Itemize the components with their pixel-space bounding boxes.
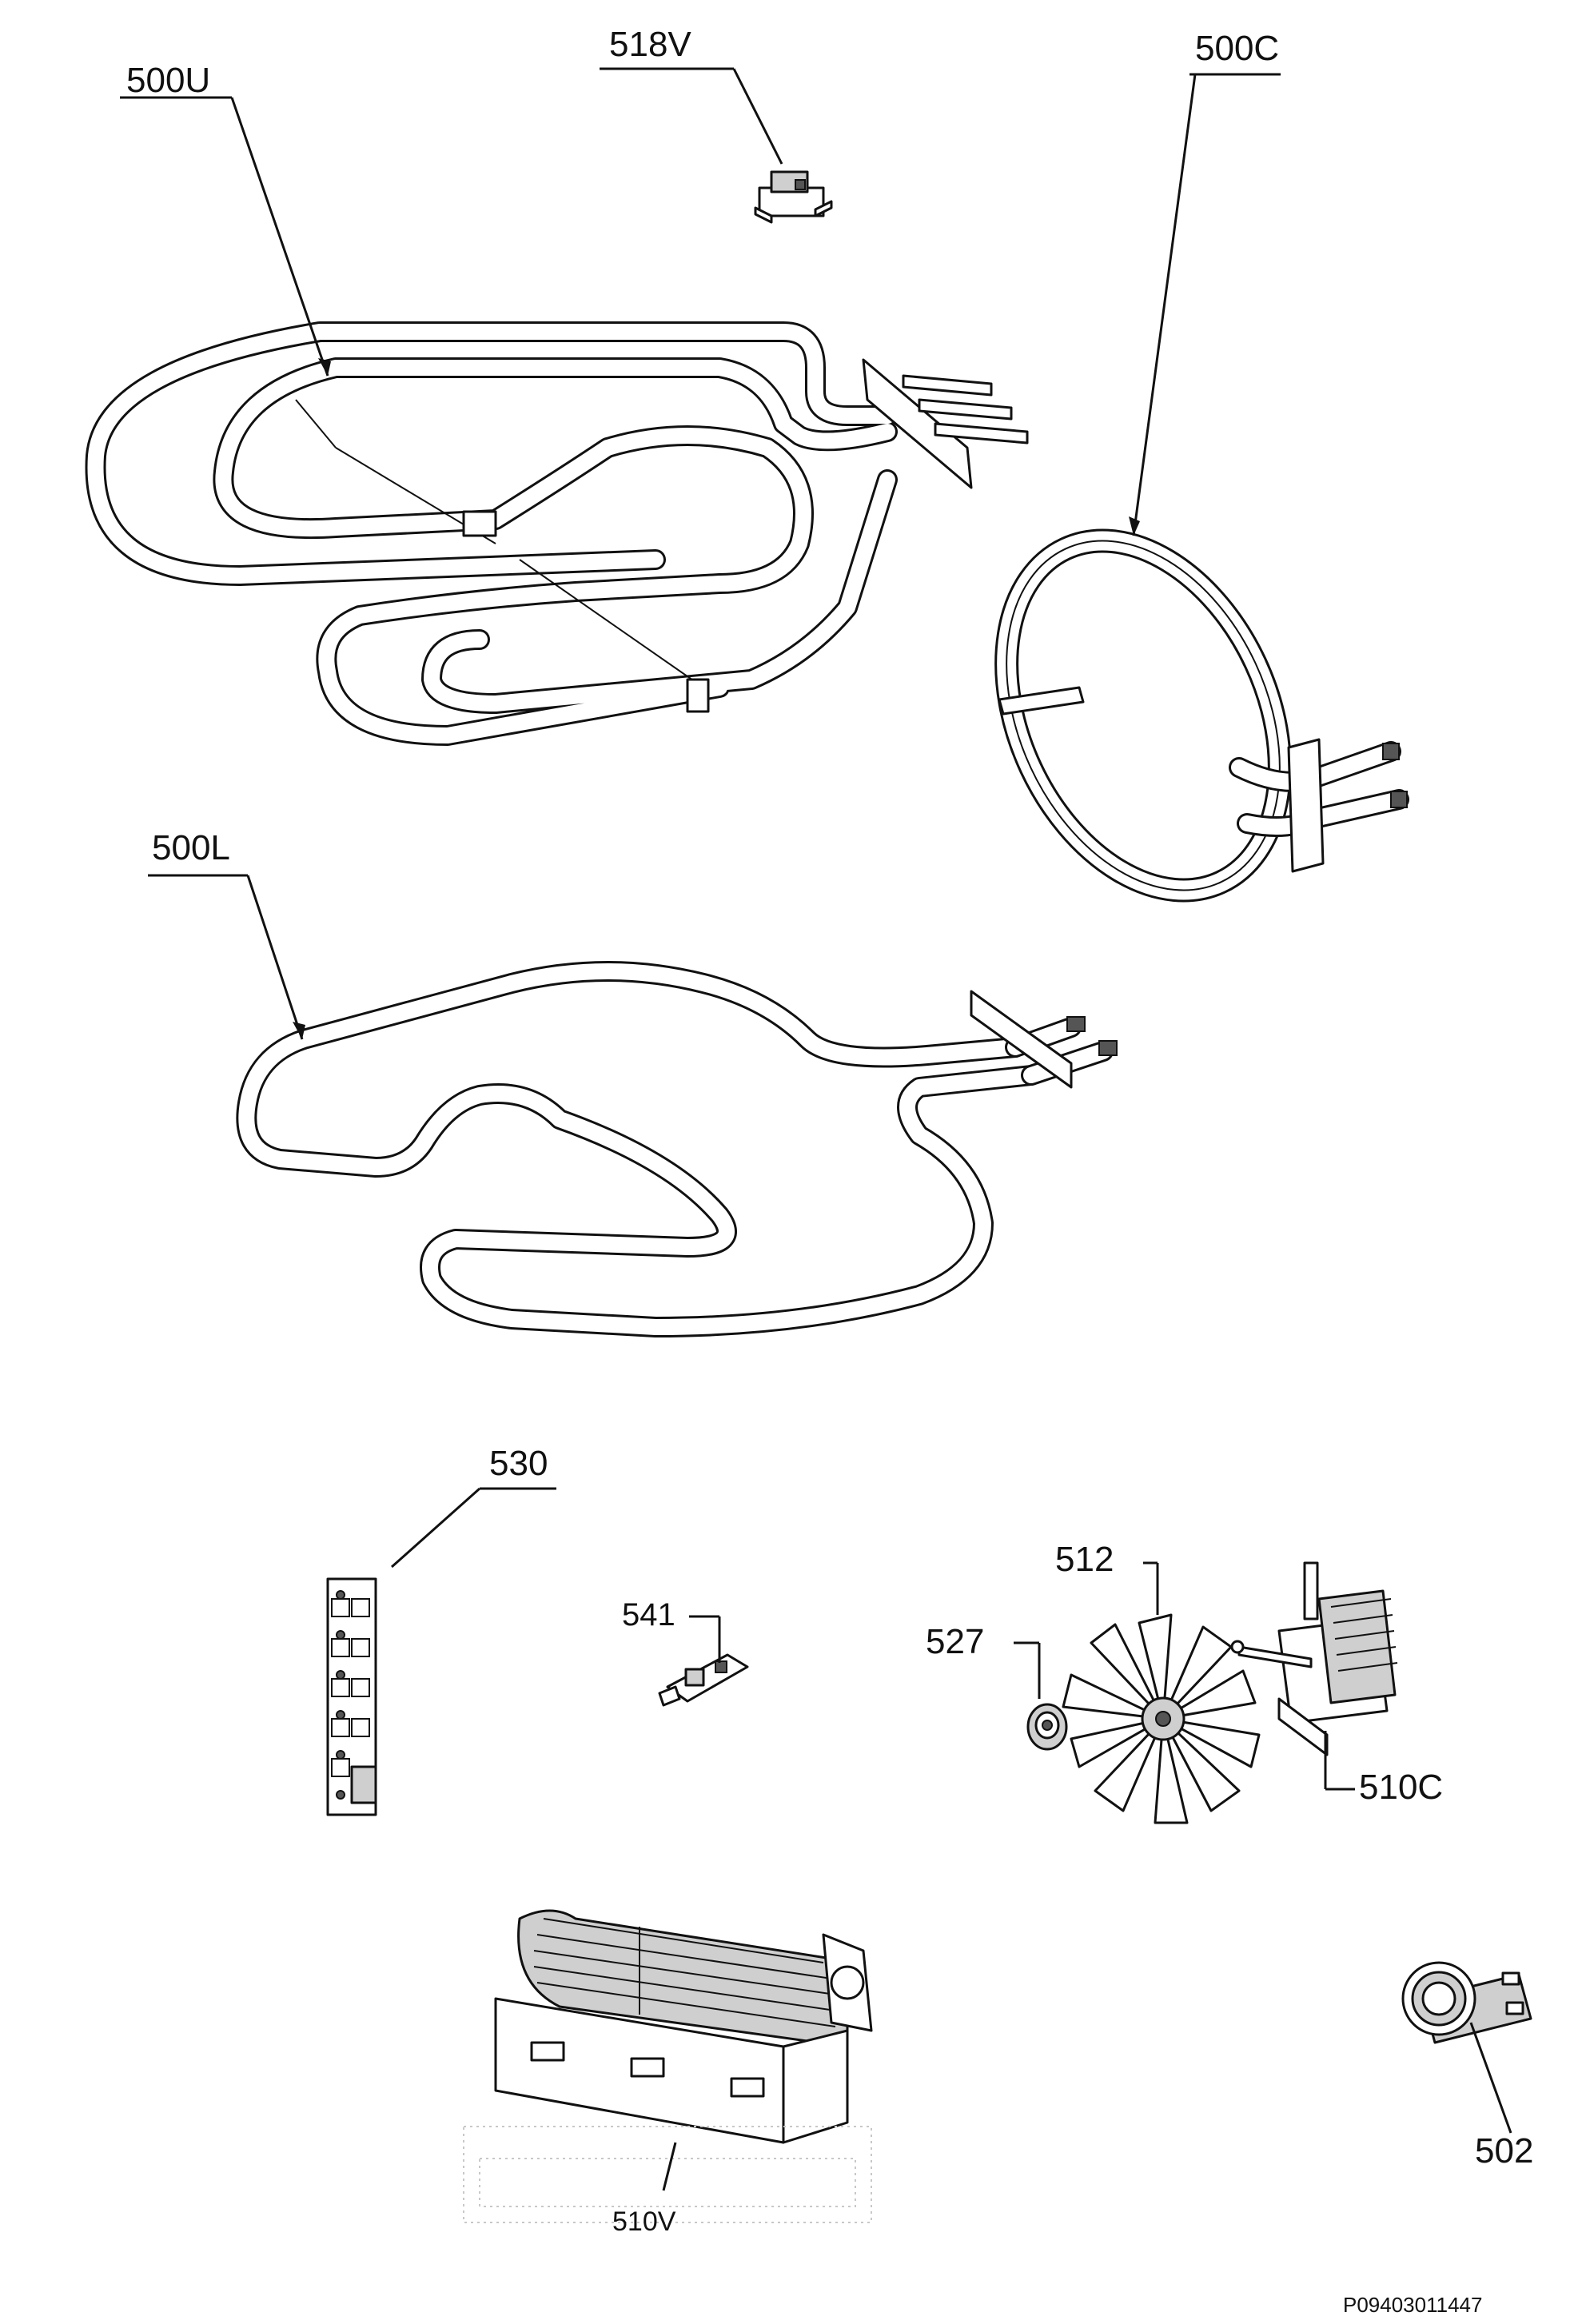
heating-element-500l[interactable] xyxy=(236,961,1118,1337)
terminal-block-530[interactable] xyxy=(326,1577,377,1816)
label-510v: 510V xyxy=(612,2142,677,2237)
label-530: 530 xyxy=(391,1444,556,1569)
oven-lamp-502[interactable] xyxy=(1401,1961,1532,2044)
label-500c: 500C xyxy=(1129,29,1281,536)
label-500l: 500L xyxy=(148,828,305,1040)
thermostat-518v[interactable] xyxy=(754,170,833,224)
tangential-fan-510v[interactable] xyxy=(463,1909,873,2223)
svg-text:518V: 518V xyxy=(609,25,691,64)
heating-element-500c[interactable] xyxy=(953,496,1409,935)
svg-text:512: 512 xyxy=(1055,1540,1114,1579)
svg-text:527: 527 xyxy=(926,1622,984,1661)
label-510c: 510C xyxy=(1324,1731,1443,1807)
drawing-reference-number: P09403011447 xyxy=(1343,2293,1482,2317)
svg-text:500L: 500L xyxy=(152,828,230,867)
label-502: 502 xyxy=(1469,2022,1533,2171)
svg-text:530: 530 xyxy=(489,1444,548,1483)
label-512: 512 xyxy=(1055,1540,1159,1615)
heating-element-500u[interactable] xyxy=(85,321,1029,746)
svg-text:500U: 500U xyxy=(126,61,210,100)
nut-527[interactable] xyxy=(1026,1703,1068,1751)
svg-text:502: 502 xyxy=(1475,2131,1533,2171)
fan-impeller-512[interactable] xyxy=(1062,1613,1261,1824)
svg-text:510C: 510C xyxy=(1359,1768,1443,1807)
svg-text:541: 541 xyxy=(622,1597,675,1632)
label-518v: 518V xyxy=(600,25,783,165)
label-527: 527 xyxy=(926,1622,1041,1699)
svg-text:510V: 510V xyxy=(612,2206,676,2237)
part-541[interactable] xyxy=(658,1653,749,1707)
label-500u: 500U xyxy=(120,61,331,377)
label-541: 541 xyxy=(622,1597,721,1663)
svg-text:500C: 500C xyxy=(1195,29,1279,68)
fan-motor-510c[interactable] xyxy=(1230,1561,1398,1756)
